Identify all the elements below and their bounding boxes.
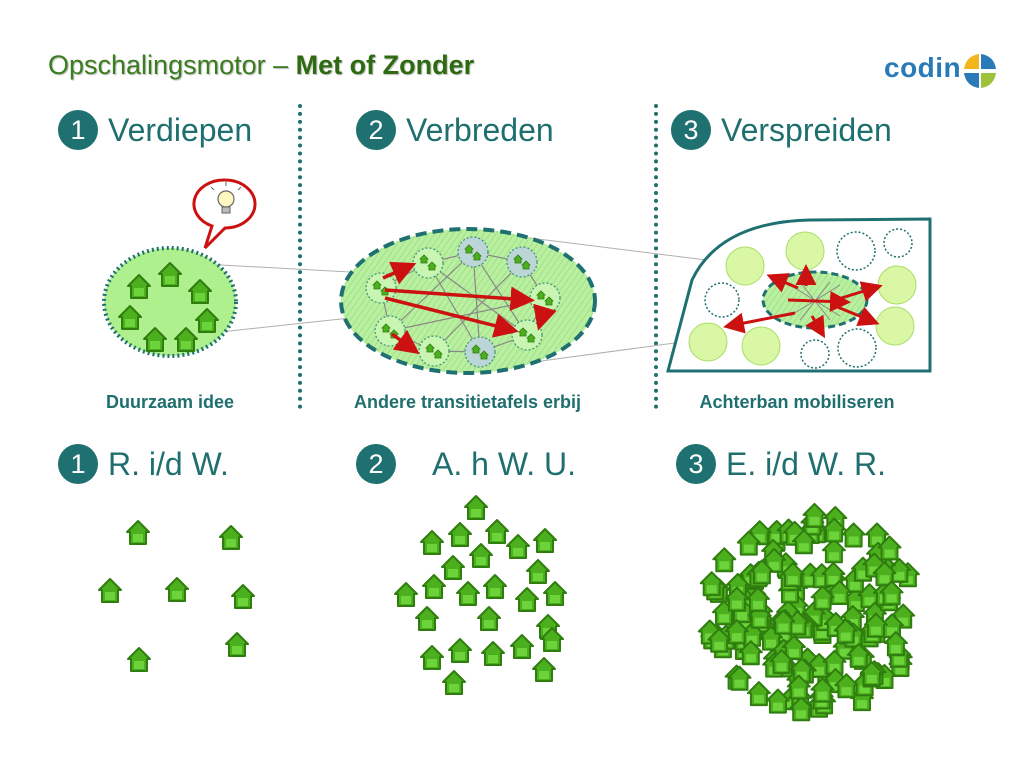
house-icon xyxy=(699,571,724,597)
bottom-label-1: 1 R. i/d W. xyxy=(58,444,229,484)
bottom-label-text: R. i/d W. xyxy=(108,445,229,482)
title-bold: Met of Zonder xyxy=(295,50,475,80)
heading-verdiepen: 1 Verdiepen xyxy=(58,110,252,150)
network-ellipse xyxy=(339,227,597,375)
step-number-2: 2 xyxy=(356,444,396,484)
step-number-1: 1 xyxy=(58,444,98,484)
house-icon xyxy=(746,681,771,707)
lightbulb-icon xyxy=(192,178,257,250)
caption-duurzaam-idee: Duurzaam idee xyxy=(105,392,235,412)
title-prefix: Opschalingsmotor – xyxy=(48,50,296,80)
caption-achterban-mobiliseren: Achterban mobiliseren xyxy=(699,392,895,412)
house-icon xyxy=(821,538,846,564)
step-number-3: 3 xyxy=(671,110,711,150)
step-number-3: 3 xyxy=(676,444,716,484)
heading-label: Verdiepen xyxy=(108,111,253,148)
society-container xyxy=(666,217,932,373)
house-icon xyxy=(712,547,737,573)
house-icon xyxy=(802,502,827,528)
logo-icon xyxy=(964,54,996,88)
step-number-2: 2 xyxy=(356,110,396,150)
house-icon xyxy=(841,522,866,548)
heading-label: Verspreiden xyxy=(721,111,892,148)
heading-verspreiden: 3 Verspreiden xyxy=(671,110,892,150)
bottom-label-2: 2 A. h W. U. xyxy=(356,444,576,484)
heading-label: Verbreden xyxy=(406,111,554,148)
step-number-1: 1 xyxy=(58,110,98,150)
bottom-label-3: 3 E. i/d W. R. xyxy=(676,444,886,484)
houses-dense-cluster xyxy=(697,502,920,722)
heading-verbreden: 2 Verbreden xyxy=(356,110,554,150)
caption-andere-transitietafels: Andere transitietafels erbij xyxy=(353,392,582,412)
page-title: Opschalingsmotor – Met of Zonder xyxy=(48,50,474,81)
column-divider xyxy=(298,104,302,409)
column-divider xyxy=(654,104,658,409)
bottom-label-text: E. i/d W. R. xyxy=(726,445,887,482)
idea-circle xyxy=(102,246,238,358)
logo-text: codin xyxy=(884,52,962,83)
houses-scattered xyxy=(98,520,255,672)
houses-spreading xyxy=(394,495,567,695)
bottom-label-text: A. h W. U. xyxy=(432,445,577,482)
